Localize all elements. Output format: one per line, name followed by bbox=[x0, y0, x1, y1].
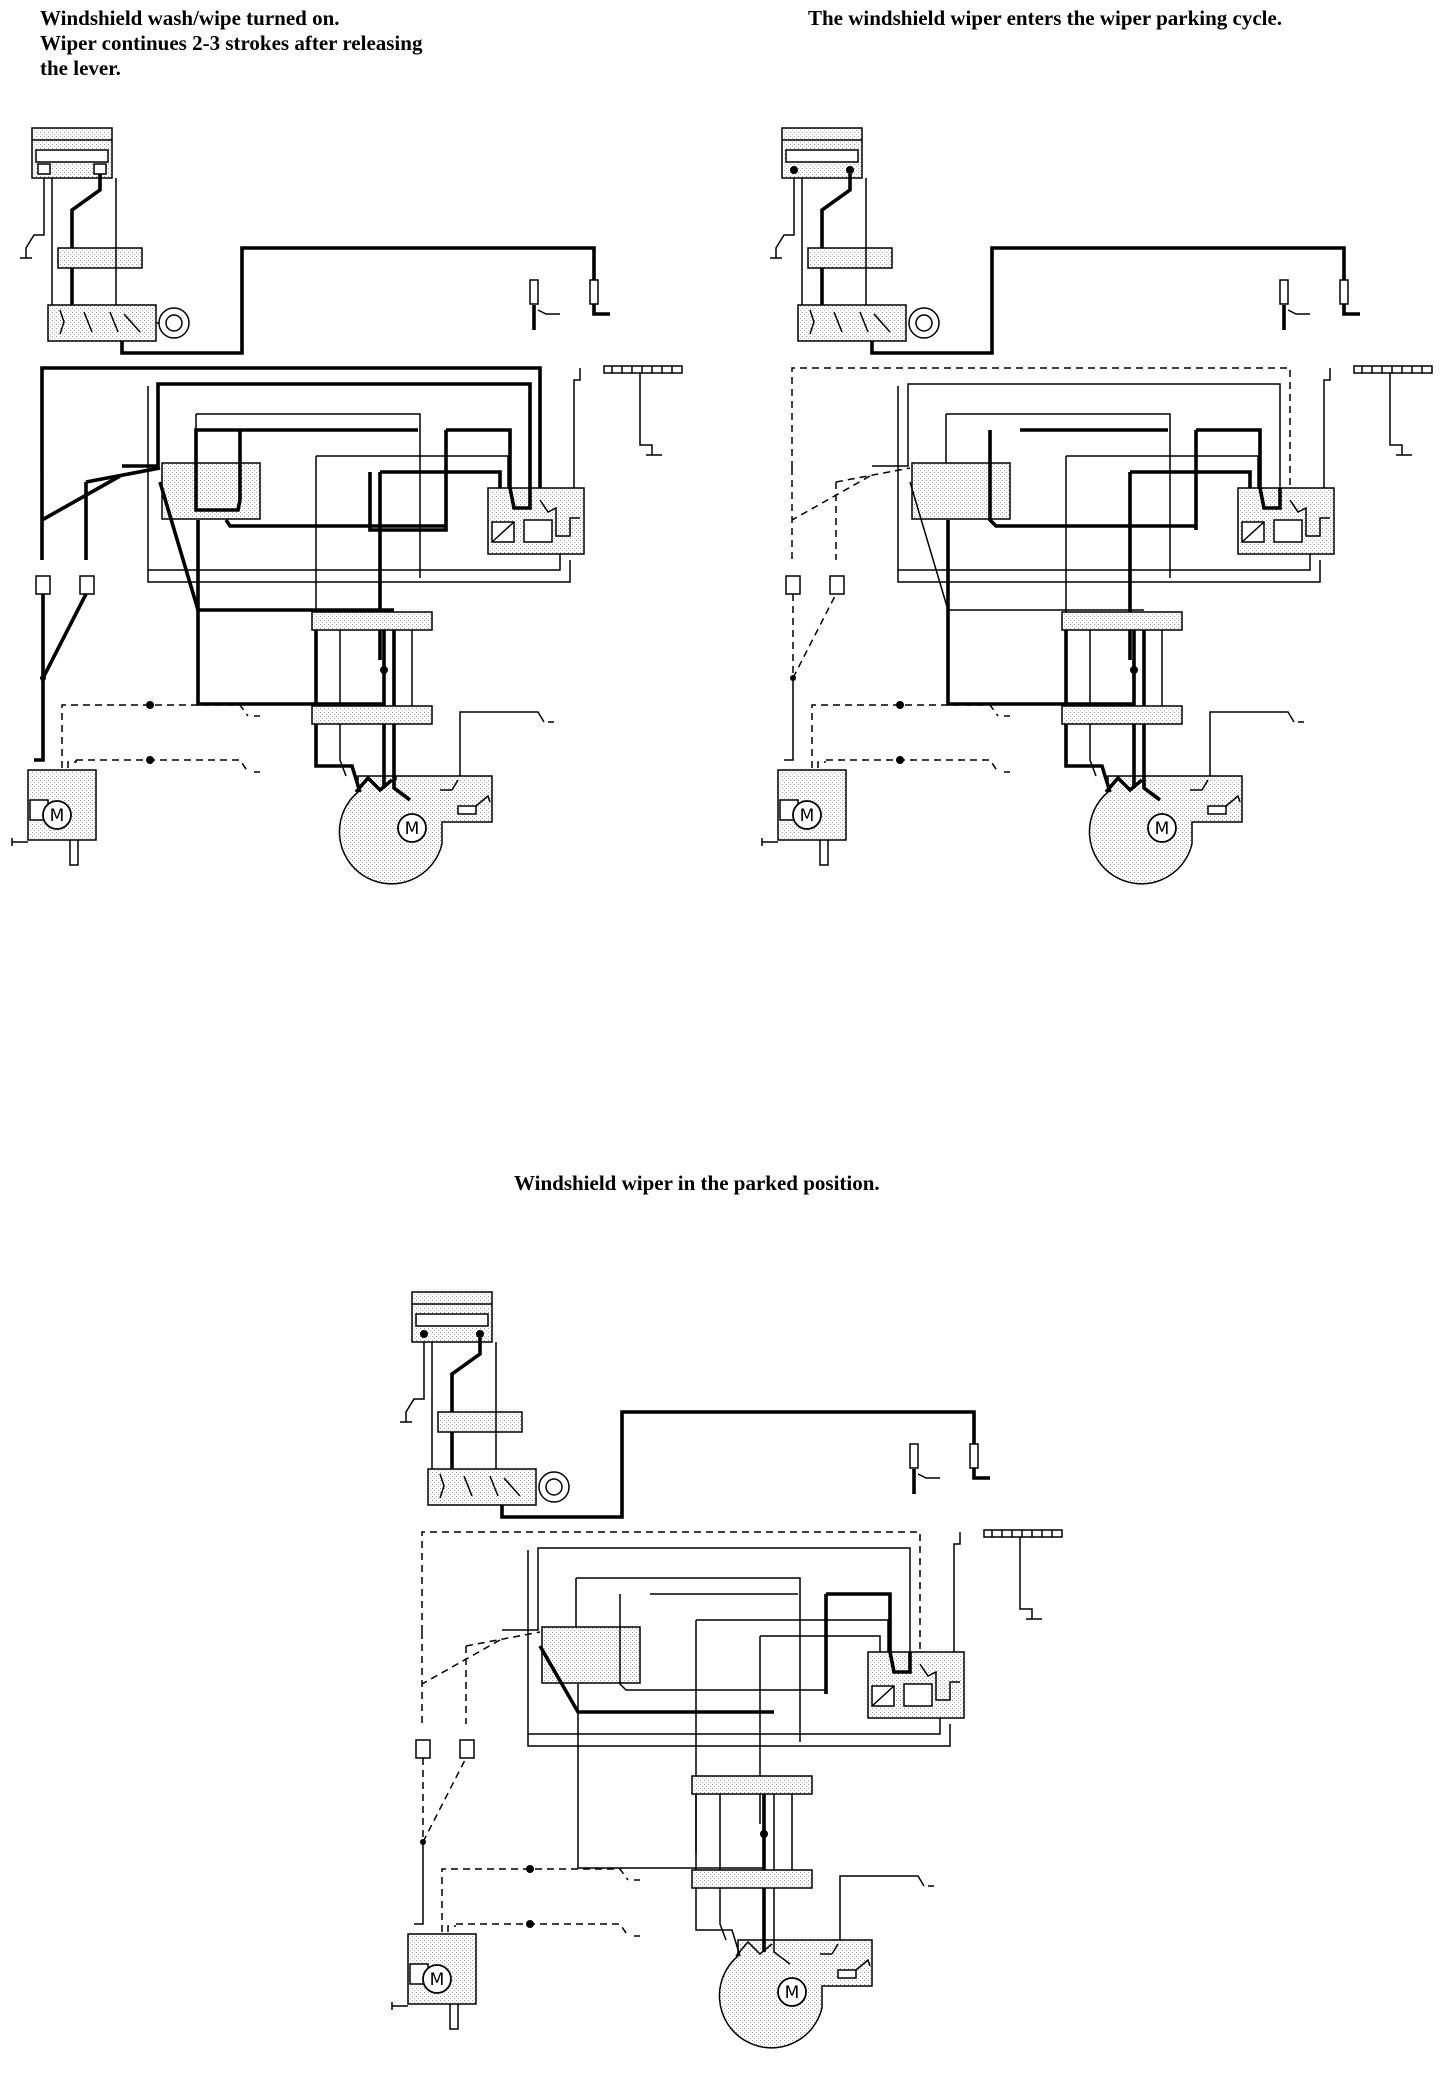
fuse bbox=[1339, 279, 1360, 316]
connector-block bbox=[691, 1775, 813, 1795]
motor-label: M bbox=[1155, 819, 1170, 839]
wiring-diagram-panel-2: M M bbox=[761, 127, 1433, 885]
fuse bbox=[1279, 279, 1310, 330]
caption-panel-1: Windshield wash/wipe turned on. Wiper co… bbox=[40, 6, 560, 81]
caption-panel-3: Windshield wiper in the parked position. bbox=[514, 1171, 880, 1195]
ground-symbol bbox=[770, 178, 795, 259]
connector-block bbox=[311, 705, 433, 725]
motor-label: M bbox=[800, 806, 815, 826]
wiper-control-module bbox=[911, 462, 1011, 520]
instrument-cluster bbox=[781, 127, 863, 179]
fuse bbox=[785, 575, 801, 595]
washer-pump: M bbox=[11, 769, 97, 866]
fuse bbox=[415, 1739, 431, 1759]
connector-block bbox=[57, 247, 143, 269]
wiper-relay bbox=[867, 1651, 965, 1719]
ground-symbol bbox=[400, 1342, 425, 1423]
wiper-control-module bbox=[541, 1626, 641, 1684]
connector-block bbox=[807, 247, 893, 269]
motor-label: M bbox=[785, 1983, 800, 2003]
wiper-washer-switch bbox=[797, 304, 940, 342]
caption-panel-1-line-1: Windshield wash/wipe turned on. bbox=[40, 6, 340, 30]
connector-block bbox=[1061, 705, 1183, 725]
fuse bbox=[35, 575, 51, 595]
ground-bus bbox=[1353, 365, 1433, 456]
wiper-washer-switch bbox=[47, 304, 190, 342]
wiper-relay bbox=[1237, 487, 1335, 555]
wiring-diagram-panel-1: M M bbox=[11, 127, 683, 885]
fuse bbox=[589, 279, 610, 316]
caption-panel-1-line-2: Wiper continues 2-3 strokes after releas… bbox=[40, 31, 423, 55]
caption-panel-2: The windshield wiper enters the wiper pa… bbox=[808, 6, 1283, 30]
wiring-diagram-panel-3: M M bbox=[391, 1291, 1063, 2049]
motor-label: M bbox=[405, 819, 420, 839]
instrument-cluster bbox=[411, 1291, 493, 1343]
fuse bbox=[529, 279, 560, 330]
wiper-motor: M bbox=[1088, 775, 1243, 885]
ground-bus bbox=[983, 1529, 1063, 1620]
fuse bbox=[969, 1443, 990, 1480]
connector-block bbox=[1061, 611, 1183, 631]
fuse bbox=[909, 1443, 940, 1494]
connector-block bbox=[311, 611, 433, 631]
motor-label: M bbox=[430, 1970, 445, 1990]
wiper-motor: M bbox=[718, 1939, 873, 2049]
wiper-relay bbox=[487, 487, 585, 555]
washer-pump: M bbox=[391, 1933, 477, 2030]
ground-bus bbox=[603, 365, 683, 456]
fuse bbox=[79, 575, 95, 595]
instrument-cluster bbox=[31, 127, 113, 179]
connector-block bbox=[691, 1869, 813, 1889]
fuse bbox=[459, 1739, 475, 1759]
connector-block bbox=[437, 1411, 523, 1433]
wiper-motor: M bbox=[338, 775, 493, 885]
motor-label: M bbox=[50, 806, 65, 826]
fuse bbox=[829, 575, 845, 595]
ground-symbol bbox=[20, 178, 45, 259]
washer-pump: M bbox=[761, 769, 847, 866]
wiper-washer-switch bbox=[427, 1468, 570, 1506]
caption-panel-1-line-3: the lever. bbox=[40, 56, 121, 80]
